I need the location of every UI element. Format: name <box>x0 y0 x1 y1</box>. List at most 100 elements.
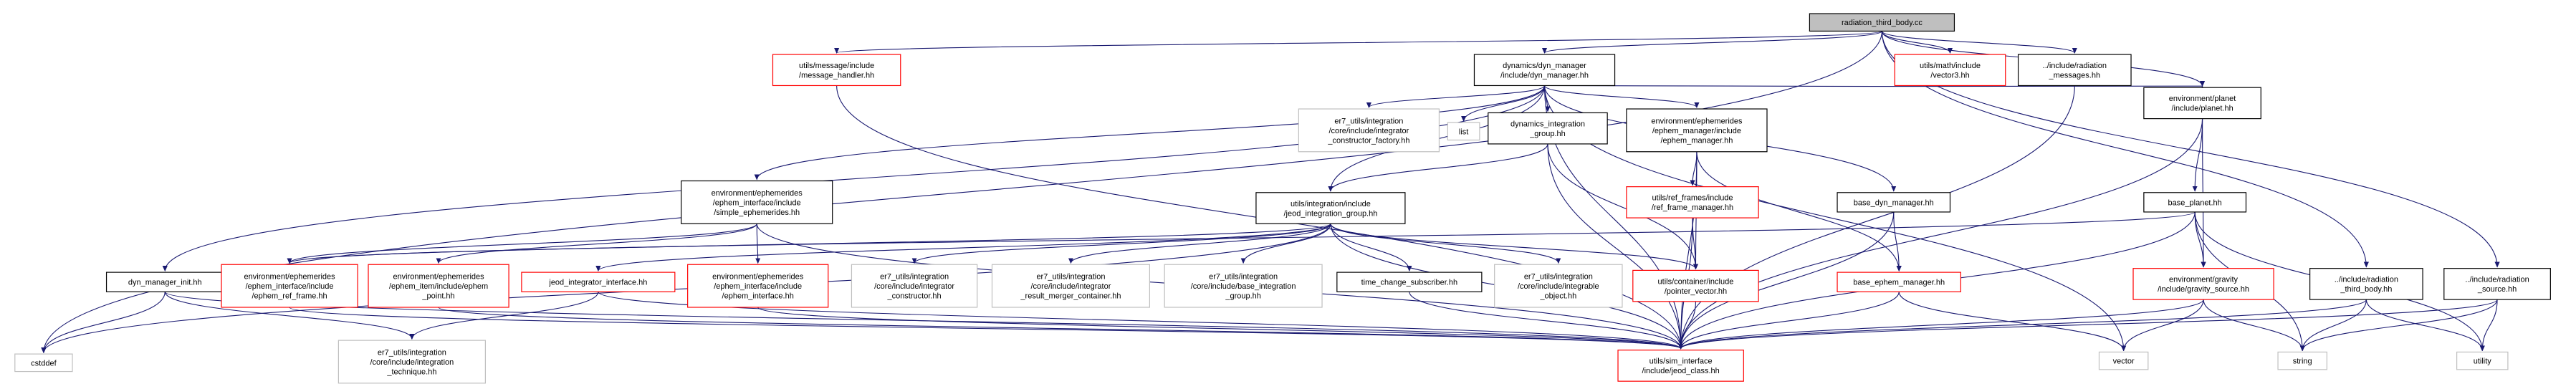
edge-time-change-subscriber-to-jeod-class <box>1409 292 1681 348</box>
node-label-line: dyn_manager_init.hh <box>128 279 202 287</box>
edge-jeod-integration-group-to-pointer-vector <box>1330 224 1696 269</box>
node-box <box>1336 272 1483 292</box>
node-label-line: /message_handler.hh <box>799 71 874 80</box>
node-box <box>368 264 509 308</box>
node-label-line: _result_merger_container.hh <box>1020 292 1121 301</box>
node-radiation-messages[interactable]: ../include/radiation_messages.hh <box>2017 54 2132 87</box>
node-er7-integration-technique[interactable]: er7_utils/integration/core/include/integ… <box>337 340 487 384</box>
node-label-line: utils/message/include <box>799 62 874 70</box>
node-label-line: /ephem_item/include/ephem <box>389 282 488 291</box>
node-dyn-manager[interactable]: dynamics/dyn_manager/include/dyn_manager… <box>1473 54 1616 87</box>
node-label-line: /core/include/integrator <box>1328 127 1409 135</box>
node-label-line: _object.hh <box>1539 292 1576 301</box>
node-ephem-interface[interactable]: environment/ephemerides/ephem_interface/… <box>687 264 829 308</box>
node-planet[interactable]: environment/planet/include/planet.hh <box>2143 87 2261 120</box>
edge-ephem-manager-to-jeod-class <box>1681 151 1698 349</box>
node-label-line: ../include/radiation <box>2043 62 2107 70</box>
edge-jeod-integrator-interface-to-jeod-class <box>598 291 1681 348</box>
node-message-handler[interactable]: utils/message/include/message_handler.hh <box>772 54 901 87</box>
edge-jeod-integration-group-to-er7-result-merger-container <box>1071 224 1331 263</box>
edge-radiation-third-body-cc-to-dyn-manager <box>1545 30 1882 53</box>
node-vector[interactable]: vector <box>2098 351 2149 370</box>
node-label-line: /include/gravity_source.hh <box>2158 285 2249 294</box>
node-jeod-class[interactable]: utils/sim_interface/include/jeod_class.h… <box>1617 350 1744 382</box>
edge-jeod-integration-group-to-jeod-integrator-interface <box>598 223 1331 271</box>
node-box <box>1617 350 1744 382</box>
node-box <box>681 180 833 224</box>
node-label-line: jeod_integrator_interface.hh <box>548 279 647 287</box>
node-dyn-manager-init[interactable]: dyn_manager_init.hh <box>105 272 224 292</box>
node-box <box>1626 108 1768 153</box>
node-label-line: _group.hh <box>1529 130 1566 138</box>
node-label-line: er7_utils/integration <box>1209 273 1278 282</box>
node-simple-ephemerides[interactable]: environment/ephemerides/ephem_interface/… <box>681 180 833 224</box>
node-ephem-point[interactable]: environment/ephemerides/ephem_item/inclu… <box>368 264 509 308</box>
node-jeod-integration-group[interactable]: utils/integration/include/jeod_integrati… <box>1255 192 1406 224</box>
node-box <box>14 353 73 373</box>
edge-radiation-third-body-cc-to-message-handler <box>837 30 1882 53</box>
edge-ephem-point-to-jeod-class <box>438 307 1681 349</box>
node-label-line: ../include/radiation <box>2335 276 2398 284</box>
node-label-line: utils/integration/include <box>1291 200 1371 208</box>
node-box <box>687 264 829 308</box>
edge-jeod-integration-group-to-er7-base-integration-group <box>1243 224 1331 263</box>
node-dynamics-integration-group[interactable]: dynamics_integration_group.hh <box>1488 112 1608 145</box>
edge-jeod-integration-group-to-er7-integrator-constructor <box>914 223 1331 263</box>
node-label-line: _messages.hh <box>2049 71 2101 80</box>
edge-jeod-integrator-interface-to-er7-integration-technique <box>412 292 599 339</box>
node-er7-integrator-constructor[interactable]: er7_utils/integration/core/include/integ… <box>851 264 978 308</box>
edge-ephem-manager-to-base-ephem-manager <box>1696 151 1899 271</box>
node-label-line: environment/ephemerides <box>393 273 484 282</box>
node-gravity-source[interactable]: environment/gravity/include/gravity_sour… <box>2132 268 2274 300</box>
node-label-line: _constructor_factory.hh <box>1327 136 1409 145</box>
node-base-dyn-manager[interactable]: base_dyn_manager.hh <box>1837 192 1951 213</box>
node-label-line: _third_body.hh <box>2340 285 2392 294</box>
node-label-line: base_ephem_manager.hh <box>1853 279 1945 287</box>
edge-jeod-integration-group-to-er7-integrable-object <box>1330 224 1558 263</box>
node-box <box>521 272 676 292</box>
node-label-line: er7_utils/integration <box>378 348 446 357</box>
node-cstddef[interactable]: cstddef <box>14 353 73 373</box>
node-ephem-manager[interactable]: environment/ephemerides/ephem_manager/in… <box>1626 108 1768 153</box>
node-box <box>2017 54 2132 87</box>
node-ephem-ref-frame[interactable]: environment/ephemerides/ephem_interface/… <box>221 264 358 308</box>
node-ref-frame-manager[interactable]: utils/ref_frames/include/ref_frame_manag… <box>1626 186 1759 218</box>
edge-dynamics-integration-group-to-pointer-vector <box>1547 143 1695 269</box>
node-label-line: environment/planet <box>2169 95 2236 103</box>
node-label-line: /include/planet.hh <box>2171 105 2233 113</box>
edge-dyn-manager-to-ephem-manager <box>1543 85 1697 107</box>
edge-simple-ephemerides-to-ephem-point <box>439 223 757 263</box>
node-vector3[interactable]: utils/math/include/vector3.hh <box>1894 54 2006 87</box>
node-radiation-third-body-hh[interactable]: ../include/radiation_third_body.hh <box>2309 268 2423 300</box>
node-base-planet[interactable]: base_planet.hh <box>2143 192 2247 213</box>
node-er7-result-merger-container[interactable]: er7_utils/integration/core/include/integ… <box>991 264 1150 308</box>
node-pointer-vector[interactable]: utils/container/include/pointer_vector.h… <box>1632 269 1759 302</box>
node-label-line: /core/include/base_integration <box>1191 282 1296 291</box>
node-utility[interactable]: utility <box>2456 351 2509 370</box>
node-box <box>1837 192 1951 213</box>
node-label-line: er7_utils/integration <box>1524 273 1593 282</box>
node-base-ephem-manager[interactable]: base_ephem_manager.hh <box>1837 272 1961 292</box>
node-er7-integrable-object[interactable]: er7_utils/integration/core/include/integ… <box>1494 264 1623 308</box>
edge-jeod-integration-group-to-time-change-subscriber <box>1330 224 1409 271</box>
node-time-change-subscriber[interactable]: time_change_subscriber.hh <box>1336 272 1483 292</box>
node-radiation-third-body-cc[interactable]: radiation_third_body.cc <box>1809 13 1955 32</box>
node-label-line: /ephem_manager.hh <box>1660 136 1733 145</box>
node-radiation-source[interactable]: ../include/radiation_source.hh <box>2443 268 2551 300</box>
node-er7-base-integration-group[interactable]: er7_utils/integration/core/include/base_… <box>1164 264 1323 308</box>
node-er7-constructor-factory[interactable]: er7_utils/integration/core/include/integ… <box>1298 108 1440 153</box>
node-list[interactable]: list <box>1447 122 1480 141</box>
node-jeod-integrator-interface[interactable]: jeod_integrator_interface.hh <box>521 272 676 292</box>
node-label-line: /simple_ephemerides.hh <box>714 208 800 217</box>
edge-base-dyn-manager-to-jeod-class <box>1681 211 1895 349</box>
edge-radiation-third-body-hh-to-utility <box>2365 299 2482 350</box>
node-string[interactable]: string <box>2277 351 2327 370</box>
edge-gravity-source-to-string <box>2203 299 2302 350</box>
node-box <box>1473 54 1616 87</box>
node-label-line: /core/include/integrator <box>1030 282 1111 291</box>
node-label-line: environment/gravity <box>2169 276 2238 284</box>
node-label-line: /include/dyn_manager.hh <box>1500 71 1589 80</box>
node-box <box>991 264 1150 308</box>
node-box <box>2143 192 2247 213</box>
